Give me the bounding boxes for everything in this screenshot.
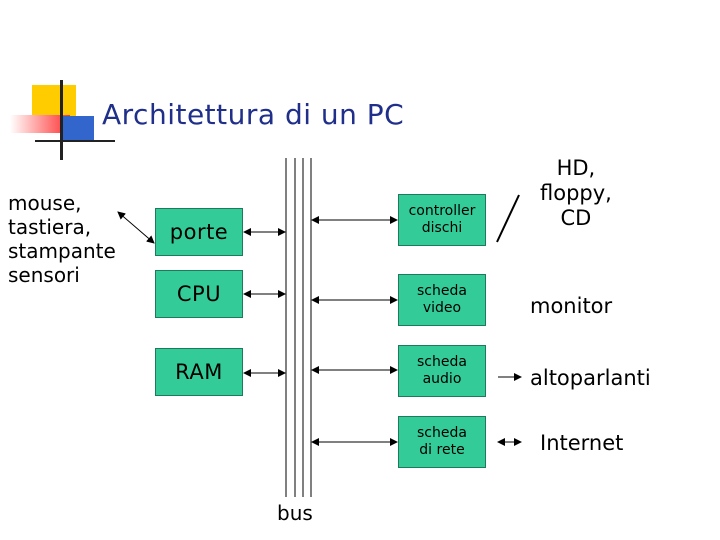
right-connectors: [311, 216, 398, 446]
bus-lines: [285, 158, 312, 497]
ram-box: RAM: [155, 348, 243, 396]
controller-dischi-line2: dischi: [421, 220, 463, 236]
left-connectors: [243, 228, 286, 377]
scheda-rete-box: scheda di rete: [398, 416, 486, 468]
scheda-video-line1: scheda: [417, 283, 467, 299]
logo-red-bar: [10, 115, 70, 133]
porte-box: porte: [155, 208, 243, 256]
logo-horizontal-line: [35, 140, 115, 142]
scheda-audio-line2: audio: [422, 371, 462, 387]
page-title: Architettura di un PC: [102, 98, 405, 131]
cpu-box: CPU: [155, 270, 243, 318]
controller-dischi-line1: controller: [408, 203, 476, 219]
scheda-rete-line2: di rete: [419, 442, 465, 458]
scheda-audio-line1: scheda: [417, 354, 467, 370]
logo-decoration: [10, 80, 115, 160]
logo-blue-square: [60, 116, 94, 142]
scheda-video-line2: video: [422, 300, 462, 316]
scheda-video-box: scheda video: [398, 274, 486, 326]
porte-label: porte: [169, 220, 229, 244]
bus-label: bus: [277, 501, 313, 525]
logo-vertical-line: [60, 80, 63, 160]
ram-label: RAM: [175, 360, 223, 384]
scheda-rete-line1: scheda: [417, 425, 467, 441]
controller-dischi-box: controller dischi: [398, 194, 486, 246]
peripherals-arrow: [117, 211, 155, 244]
speakers-label: altoparlanti: [530, 366, 651, 390]
monitor-label: monitor: [530, 294, 613, 318]
peripheral-devices-label: mouse, tastiera, stampante sensori: [8, 191, 116, 287]
cpu-label: CPU: [176, 282, 222, 306]
storage-devices-label: HD, floppy, CD: [540, 156, 612, 230]
internet-label: Internet: [540, 431, 624, 455]
scheda-audio-box: scheda audio: [398, 345, 486, 397]
storage-link: [496, 194, 520, 243]
